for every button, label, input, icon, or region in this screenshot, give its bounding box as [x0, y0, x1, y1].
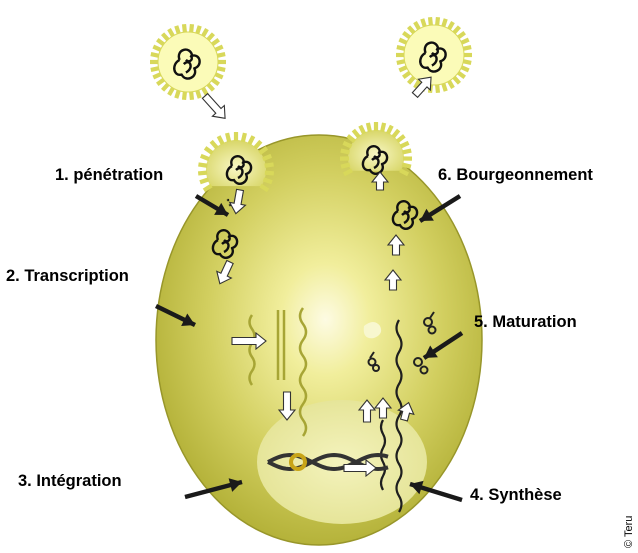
- label-transcription: 2. Transcription: [6, 267, 129, 285]
- label-maturation: 5. Maturation: [474, 313, 577, 331]
- label-budding: 6. Bourgeonnement: [438, 166, 593, 184]
- label-integration: 3. Intégration: [18, 472, 122, 490]
- virus-particle-incoming: [150, 24, 226, 100]
- image-credit: © Teru: [623, 516, 635, 548]
- label-synthesis: 4. Synthèse: [470, 486, 562, 504]
- virus-particle-released: [396, 17, 472, 93]
- label-penetration: 1. pénétration: [55, 166, 163, 184]
